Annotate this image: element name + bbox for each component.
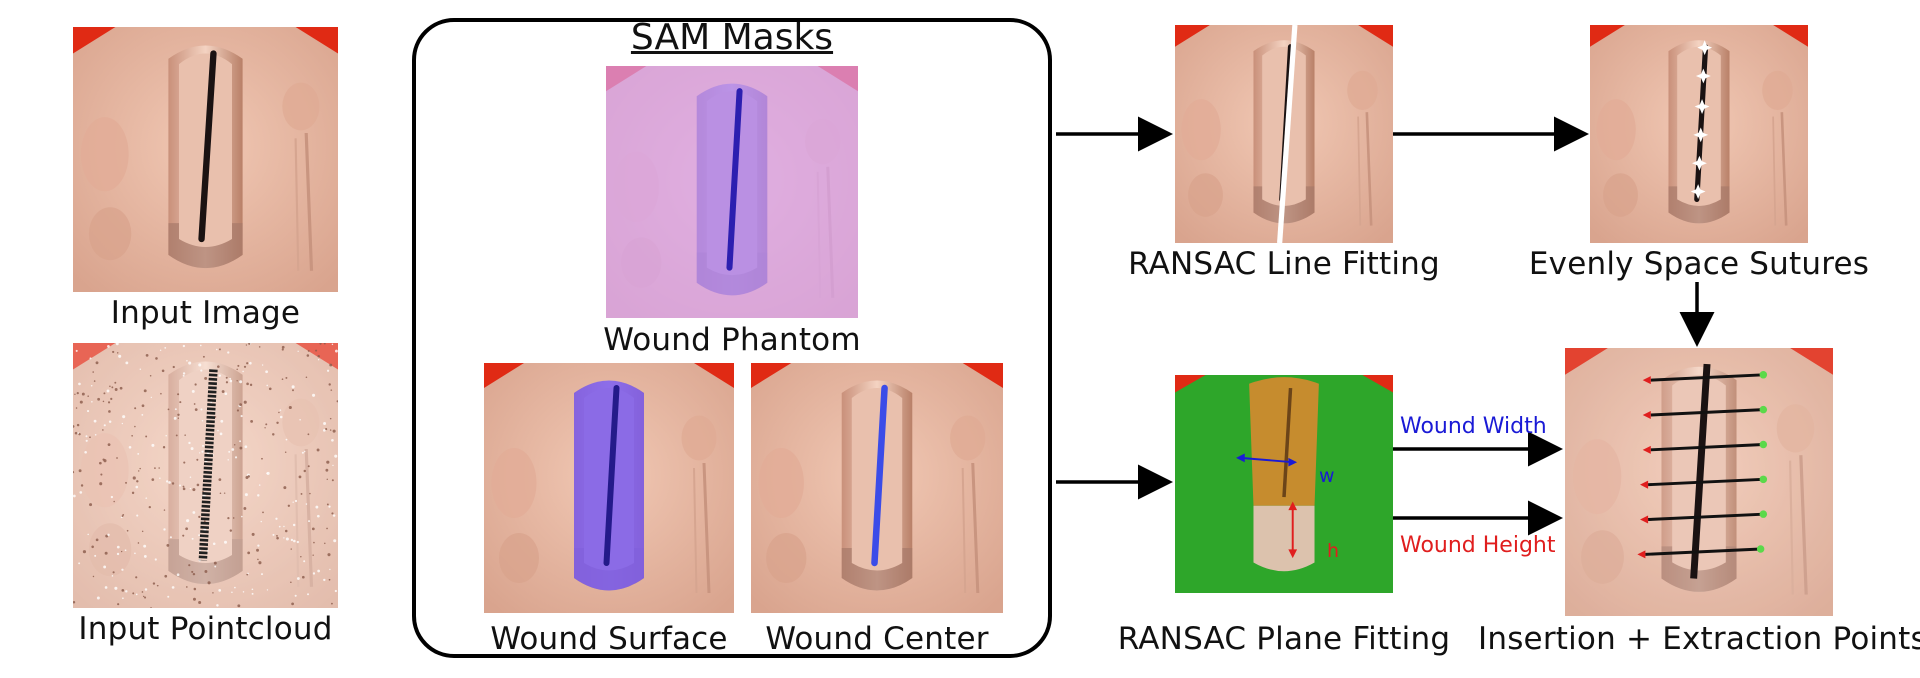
wound-line	[603, 385, 620, 566]
caption-evenly-space: Evenly Space Sutures	[1528, 246, 1870, 282]
wound-surface-panel	[484, 363, 734, 613]
width-symbol: w	[1319, 465, 1335, 487]
suture-points	[1690, 40, 1713, 199]
fitted-line	[1277, 25, 1298, 243]
wound-center-panel	[751, 363, 1003, 613]
ransac-plane-panel: w h	[1175, 375, 1393, 593]
caption-insertion-extraction: Insertion + Extraction Points	[1478, 621, 1920, 657]
caption-ransac-plane: RANSAC Plane Fitting	[1117, 621, 1451, 657]
label-wound-height: Wound Height	[1400, 533, 1556, 558]
caption-ransac-line: RANSAC Line Fitting	[1128, 246, 1440, 282]
wound-phantom-panel	[606, 66, 858, 318]
caption-input-pointcloud: Input Pointcloud	[78, 611, 333, 647]
suture-lines	[1645, 373, 1764, 556]
caption-wound-phantom: Wound Phantom	[603, 322, 861, 358]
caption-wound-surface: Wound Surface	[490, 621, 728, 657]
label-wound-width: Wound Width	[1400, 414, 1547, 439]
height-symbol: h	[1327, 540, 1340, 562]
wound-line	[198, 50, 217, 243]
sam-masks-box	[412, 18, 1052, 658]
caption-wound-center: Wound Center	[765, 621, 989, 657]
width-arrow	[1240, 456, 1293, 464]
input-pointcloud-panel	[73, 343, 338, 608]
evenly-space-panel	[1590, 25, 1808, 243]
caption-input-image: Input Image	[110, 295, 301, 331]
extraction-points	[1756, 371, 1768, 553]
wound-line	[198, 369, 218, 561]
sam-masks-title: SAM Masks	[630, 17, 834, 58]
pointcloud-noise	[73, 343, 338, 608]
insertion-points	[1637, 376, 1651, 559]
insertion-extraction-panel	[1565, 348, 1833, 616]
input-image-panel	[73, 27, 338, 292]
wound-line	[871, 384, 888, 567]
wound-line	[726, 88, 743, 271]
ransac-line-panel	[1175, 25, 1393, 243]
